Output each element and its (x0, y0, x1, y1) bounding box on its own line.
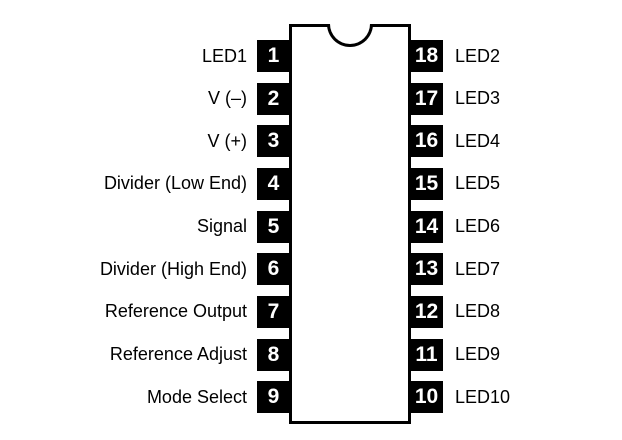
pin-row-14: 14 LED6 (410, 210, 510, 243)
pin-row-18: 18 LED2 (410, 40, 510, 72)
pin-function-label: LED7 (455, 258, 501, 279)
pin-number-pad: 18 (410, 40, 443, 72)
pin-number-pad: 10 (410, 381, 443, 414)
pin-row-11: 11 LED9 (410, 338, 510, 371)
pin-number-pad: 5 (257, 210, 290, 243)
pin-number-pad: 13 (410, 253, 443, 286)
pin-function-label: V (–) (207, 88, 247, 109)
pin-number-pad: 16 (410, 125, 443, 158)
pin-row-3: V (+) 3 (0, 125, 290, 158)
pin-function-label: LED8 (455, 301, 501, 322)
pin-row-8: Reference Adjust 8 (0, 338, 290, 371)
pin-row-12: 12 LED8 (410, 295, 510, 328)
pin-function-label: LED1 (201, 45, 247, 66)
pin-number-pad: 4 (257, 167, 290, 200)
pin-number-pad: 11 (410, 338, 443, 371)
pin-row-9: Mode Select 9 (0, 381, 290, 414)
pin-number-pad: 14 (410, 210, 443, 243)
pin-function-label: Reference Adjust (109, 344, 247, 365)
pin-row-1: LED1 1 (0, 40, 290, 72)
pin-function-label: LED6 (455, 216, 501, 237)
pin-function-label: Mode Select (146, 386, 247, 407)
pin-function-label: LED3 (455, 88, 501, 109)
left-pin-column: LED1 1 V (–) 2 V (+) 3 Divider (Low End)… (0, 40, 290, 414)
pin-number-pad: 17 (410, 82, 443, 115)
pin-row-10: 10 LED10 (410, 381, 511, 414)
pin-row-2: V (–) 2 (0, 82, 290, 115)
pin-row-15: 15 LED5 (410, 167, 510, 200)
pin-number-pad: 15 (410, 167, 443, 200)
pin-row-6: Divider (High End) 6 (0, 253, 290, 286)
pin-function-label: LED5 (455, 173, 501, 194)
pin-row-16: 16 LED4 (410, 125, 510, 158)
pin-function-label: V (+) (207, 130, 247, 151)
pin-function-label: LED9 (455, 344, 501, 365)
pin-number-pad: 1 (257, 40, 290, 72)
pin-number-pad: 7 (257, 295, 290, 328)
pin-function-label: LED10 (455, 386, 511, 407)
chip-notch-icon (327, 24, 373, 47)
pin-function-label: Divider (High End) (99, 258, 247, 279)
pin-number-pad: 6 (257, 253, 290, 286)
pin-function-label: Reference Output (104, 301, 247, 322)
pin-row-7: Reference Output 7 (0, 295, 290, 328)
pin-number-pad: 9 (257, 381, 290, 414)
pin-row-4: Divider (Low End) 4 (0, 167, 290, 200)
pin-number-pad: 2 (257, 82, 290, 115)
pin-row-17: 17 LED3 (410, 82, 510, 115)
pin-row-5: Signal 5 (0, 210, 290, 243)
right-pin-column: 18 LED2 17 LED3 16 LED4 15 LED5 14 LED6 … (410, 40, 511, 414)
pin-number-pad: 12 (410, 295, 443, 328)
chip-body (289, 24, 411, 424)
pin-row-13: 13 LED7 (410, 253, 510, 286)
pin-function-label: Signal (196, 216, 247, 237)
pin-function-label: Divider (Low End) (103, 173, 247, 194)
pin-number-pad: 3 (257, 125, 290, 158)
pin-number-pad: 8 (257, 338, 290, 371)
pin-function-label: LED2 (455, 45, 501, 66)
pin-function-label: LED4 (455, 130, 501, 151)
